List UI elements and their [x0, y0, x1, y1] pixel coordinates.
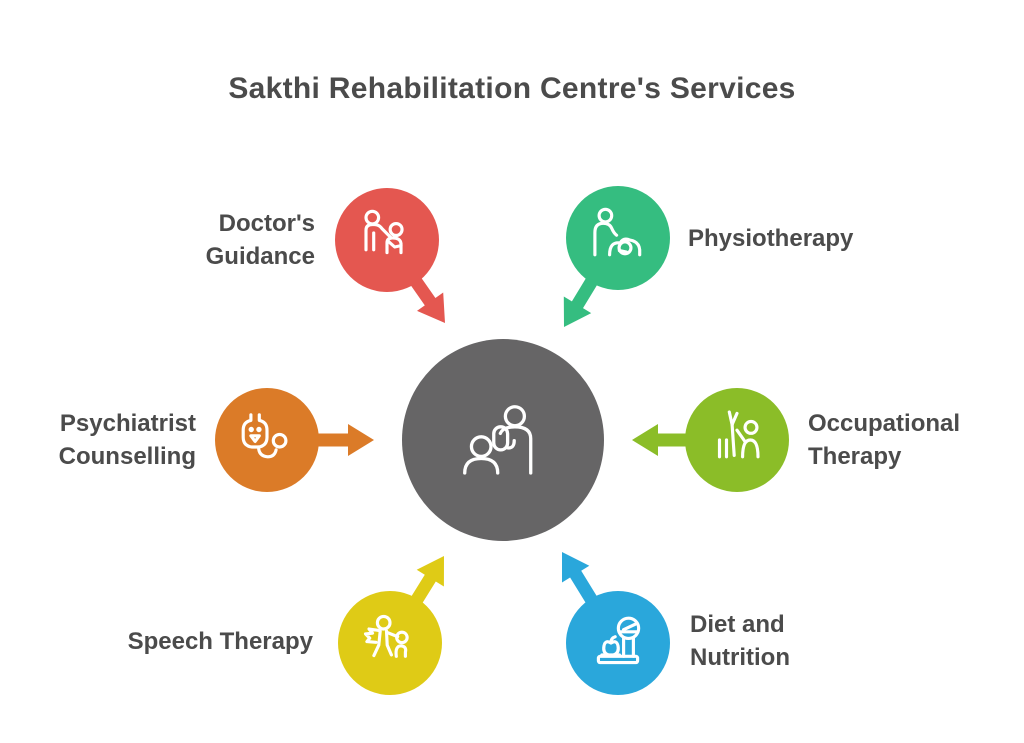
therapist-with-child-icon [363, 614, 409, 658]
exercise-support-icon [717, 410, 760, 459]
arrow-occupational-therapy [632, 424, 737, 456]
doctor-examining-patient-icon [364, 209, 404, 255]
diet-nutrition-circle [566, 591, 670, 695]
speech-therapy-circle [338, 591, 442, 695]
physiotherapy-label: Physiotherapy [688, 225, 854, 252]
psychiatrist-counselling-label: Psychiatrist Counselling [58, 410, 196, 470]
hub-circle [402, 339, 604, 541]
arrow-psychiatrist [267, 424, 374, 456]
caregiver-patient-icon [463, 405, 533, 475]
speech-therapy-label: Speech Therapy [127, 628, 313, 655]
occupational-therapy-circle [685, 388, 789, 492]
physiotherapy-circle [566, 186, 670, 290]
page-title: Sakthi Rehabilitation Centre's Services [228, 72, 796, 105]
diet-nutrition-label: Diet and Nutrition [690, 611, 790, 671]
psychiatrist-counselling-circle [215, 388, 319, 492]
physiotherapy-massage-icon [593, 207, 642, 257]
apple-weight-scale-icon [596, 616, 641, 665]
stethoscope-face-icon [241, 413, 288, 459]
doctors-guidance-label: Doctor's Guidance [205, 210, 315, 270]
occupational-therapy-label: Occupational Therapy [808, 410, 961, 470]
doctors-guidance-circle [335, 188, 439, 292]
